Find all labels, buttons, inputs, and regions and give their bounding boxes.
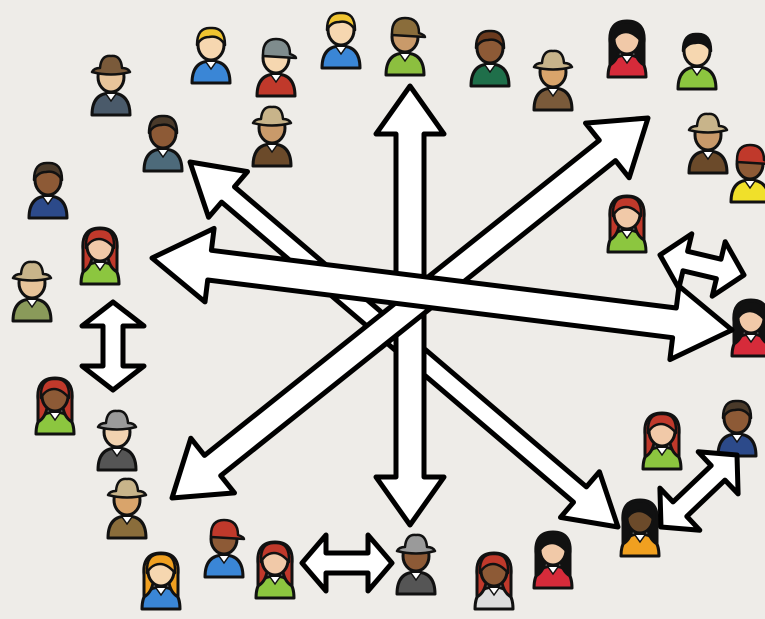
person-icon: [676, 32, 718, 91]
person-icon: [96, 409, 138, 472]
person-icon: [716, 399, 758, 458]
person-icon: [473, 551, 515, 611]
person-icon: [729, 143, 765, 204]
person-icon: [34, 376, 76, 436]
person-icon: [395, 533, 437, 596]
person-icon: [730, 298, 765, 358]
double-arrow-icon: [657, 449, 741, 533]
person-icon: [532, 530, 574, 590]
person-icon: [142, 114, 184, 173]
person-icon: [251, 105, 293, 168]
person-icon: [320, 11, 362, 70]
person-icon: [619, 498, 661, 558]
double-arrow-icon: [169, 115, 651, 501]
person-icon: [254, 540, 296, 600]
person-icon: [532, 49, 574, 112]
person-icon: [384, 16, 427, 77]
double-arrow-icon: [149, 225, 735, 363]
person-icon: [11, 260, 53, 323]
person-icon: [606, 19, 648, 79]
person-icon: [27, 161, 69, 220]
double-arrow-icon: [79, 299, 147, 393]
person-icon: [687, 112, 729, 175]
person-icon: [203, 518, 246, 579]
person-icon: [255, 37, 298, 98]
person-icon: [79, 226, 121, 286]
person-icon: [140, 551, 182, 611]
double-arrow-icon: [657, 231, 747, 299]
person-icon: [606, 194, 648, 254]
person-icon: [641, 411, 683, 471]
person-icon: [190, 26, 232, 85]
person-icon: [106, 477, 148, 540]
person-icon: [469, 29, 511, 88]
double-arrow-icon: [299, 532, 395, 594]
person-icon: [90, 54, 132, 117]
